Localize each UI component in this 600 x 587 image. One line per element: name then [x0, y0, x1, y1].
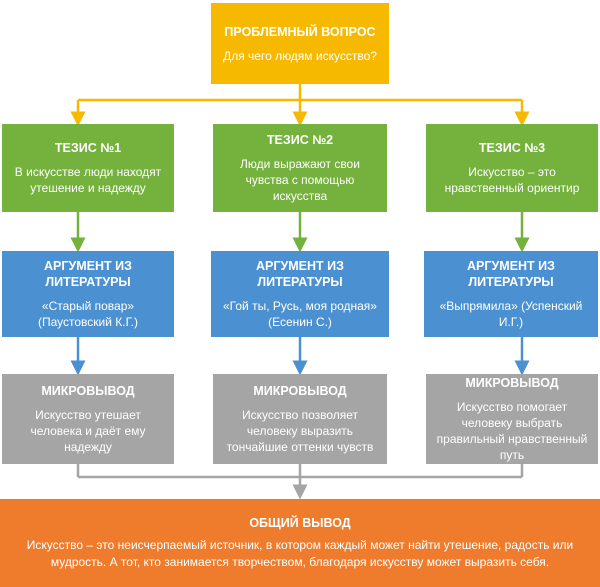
- problem-question-title: ПРОБЛЕМНЫЙ ВОПРОС: [224, 24, 376, 39]
- argument-text: «Выпрямила» (Успенский И.Г.): [439, 299, 583, 329]
- argument-title: АРГУМЕНТ ИЗ ЛИТЕРАТУРЫ: [467, 259, 555, 289]
- thesis-text: Люди выражают свои чувства с помощью иск…: [240, 157, 360, 203]
- thesis-box-2: ТЕЗИС №2 Люди выражают свои чувства с по…: [213, 124, 387, 212]
- micro-conclusion-text: Искусство помогает человеку выбрать прав…: [436, 400, 588, 462]
- argument-to-micro-connectors: [70, 337, 530, 376]
- top-to-thesis-connectors: [70, 84, 530, 127]
- micro-conclusion-title: МИКРОВЫВОД: [41, 384, 135, 398]
- thesis-title: ТЕЗИС №1: [54, 141, 122, 155]
- thesis-box-3: ТЕЗИС №3 Искусство – это нравственный ор…: [426, 124, 598, 212]
- micro-conclusion-box-3: МИКРОВЫВОД Искусство помогает человеку в…: [426, 374, 598, 464]
- thesis-box-1: ТЕЗИС №1 В искусстве люди находят утешен…: [2, 124, 174, 212]
- final-conclusion-text: Искусство – это неисчерпаемый источник, …: [26, 538, 574, 569]
- micro-conclusion-title: МИКРОВЫВОД: [465, 376, 559, 390]
- argument-box-1: АРГУМЕНТ ИЗ ЛИТЕРАТУРЫ «Старый повар» (П…: [2, 251, 174, 337]
- micro-conclusion-text: Искусство утешает человека и даёт ему на…: [30, 408, 146, 454]
- problem-question-box: ПРОБЛЕМНЫЙ ВОПРОС Для чего людям искусст…: [211, 3, 389, 84]
- final-conclusion-box: ОБЩИЙ ВЫВОД Искусство – это неисчерпаемы…: [0, 499, 600, 587]
- final-conclusion-title: ОБЩИЙ ВЫВОД: [249, 516, 351, 530]
- micro-conclusion-box-2: МИКРОВЫВОД Искусство позволяет человеку …: [213, 374, 387, 464]
- argument-text: «Гой ты, Русь, моя родная» (Есенин С.): [223, 299, 377, 329]
- micro-conclusion-text: Искусство позволяет человеку выразить то…: [226, 408, 374, 454]
- thesis-to-argument-connectors: [70, 212, 530, 253]
- argument-title: АРГУМЕНТ ИЗ ЛИТЕРАТУРЫ: [256, 259, 344, 289]
- thesis-title: ТЕЗИС №2: [266, 133, 334, 147]
- thesis-text: Искусство – это нравственный ориентир: [444, 165, 580, 195]
- micro-conclusion-title: МИКРОВЫВОД: [253, 384, 347, 398]
- micro-conclusion-box-1: МИКРОВЫВОД Искусство утешает человека и …: [2, 374, 174, 464]
- thesis-text: В искусстве люди находят утешение и наде…: [14, 165, 162, 195]
- argument-title: АРГУМЕНТ ИЗ ЛИТЕРАТУРЫ: [44, 259, 132, 289]
- argument-box-2: АРГУМЕНТ ИЗ ЛИТЕРАТУРЫ «Гой ты, Русь, мо…: [211, 251, 389, 337]
- thesis-title: ТЕЗИС №3: [478, 141, 546, 155]
- micro-to-final-connectors: [76, 464, 524, 500]
- problem-question-text: Для чего людям искусство?: [223, 48, 377, 63]
- argument-box-3: АРГУМЕНТ ИЗ ЛИТЕРАТУРЫ «Выпрямила» (Успе…: [424, 251, 598, 337]
- argument-text: «Старый повар» (Паустовский К.Г.): [38, 299, 138, 329]
